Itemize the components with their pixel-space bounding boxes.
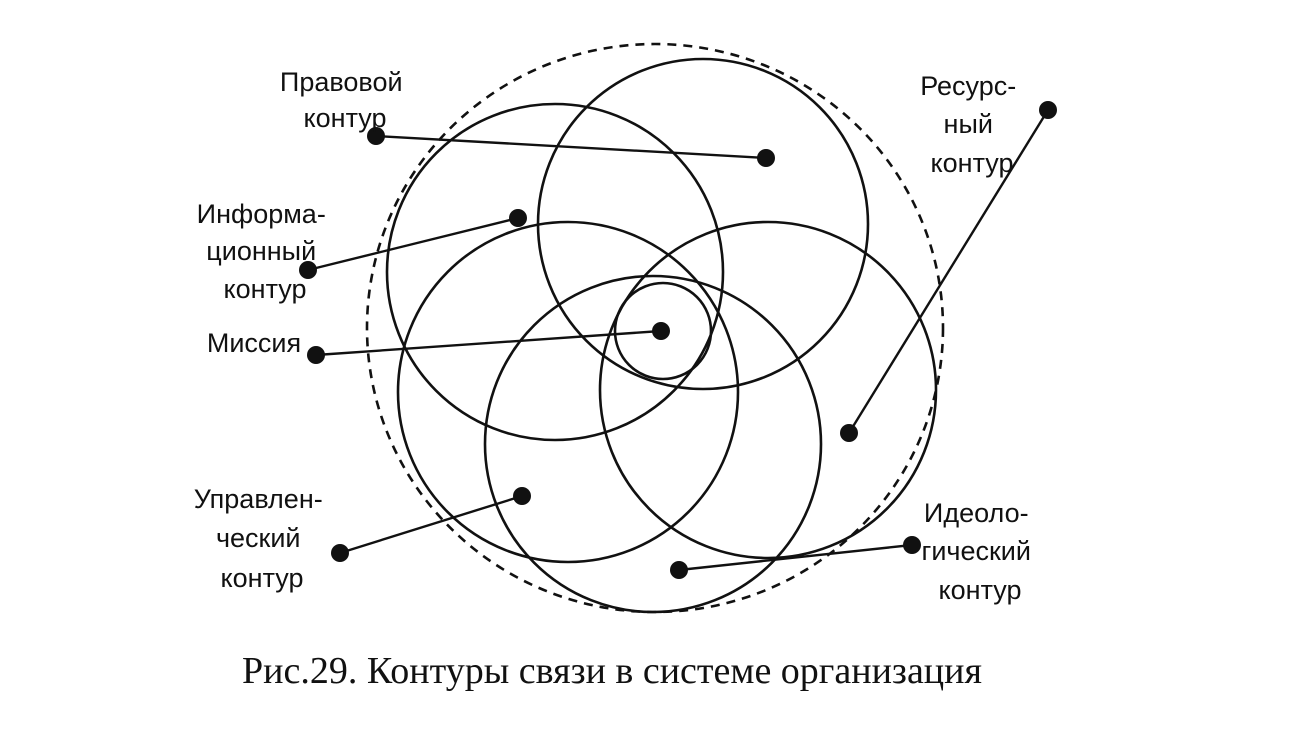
ideological-leader-line bbox=[678, 543, 913, 572]
ideological-contour-circle bbox=[483, 274, 823, 614]
mission-label: Миссия bbox=[207, 328, 301, 358]
information-label-dot bbox=[299, 261, 317, 279]
mission-leader-line bbox=[315, 329, 662, 357]
mission-label-dot bbox=[307, 346, 325, 364]
information-contour-label: Информа- ционный контур bbox=[197, 199, 334, 304]
resource-contour-circle bbox=[598, 220, 938, 560]
information-leader-line bbox=[307, 216, 519, 272]
legal-contour-dot bbox=[757, 149, 775, 167]
ideological-contour-label: Идеоло- гический контур bbox=[921, 498, 1038, 605]
ideological-contour-dot bbox=[670, 561, 688, 579]
managerial-leader-line bbox=[339, 494, 523, 555]
resource-leader-line bbox=[847, 109, 1050, 434]
resource-contour-dot bbox=[840, 424, 858, 442]
mission-center-dot bbox=[652, 322, 670, 340]
managerial-contour-dot bbox=[513, 487, 531, 505]
resource-contour-label: Ресурс- ный контур bbox=[920, 71, 1024, 178]
managerial-label-dot bbox=[331, 544, 349, 562]
figure-caption: Рис.29. Контуры связи в системе организа… bbox=[242, 650, 982, 692]
information-contour-circle bbox=[385, 102, 725, 442]
legal-leader-line bbox=[375, 134, 767, 160]
legal-label-dot bbox=[367, 127, 385, 145]
information-contour-dot bbox=[509, 209, 527, 227]
ideological-label-dot bbox=[903, 536, 921, 554]
managerial-contour-label: Управлен- ческий контур bbox=[194, 484, 331, 593]
managerial-contour-circle bbox=[396, 220, 740, 564]
resource-label-dot bbox=[1039, 101, 1057, 119]
legal-contour-label: Правовой контур bbox=[280, 67, 410, 133]
mission-circle bbox=[613, 281, 713, 381]
